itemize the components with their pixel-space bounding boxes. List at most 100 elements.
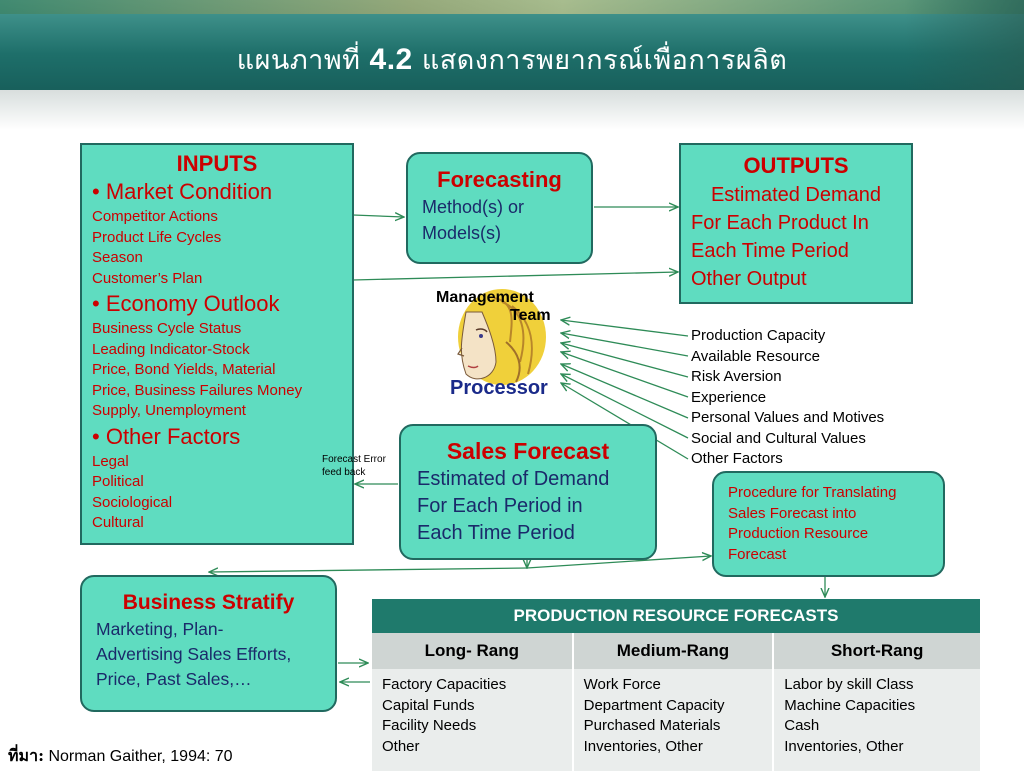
business-line: Price, Past Sales,… <box>96 669 252 689</box>
management-face-icon <box>457 289 546 385</box>
input-item: Business Cycle Status <box>92 320 242 337</box>
input-item: Price, Bond Yields, Material <box>92 361 276 378</box>
management-line: Management <box>436 289 534 306</box>
factor-item: Experience <box>691 388 767 406</box>
arrow-factor-3 <box>561 343 689 378</box>
table-cell-item: Factory Capacities <box>382 676 507 693</box>
forecasting-heading: Forecasting <box>437 167 562 192</box>
table-cell-item: Cash <box>784 717 820 734</box>
input-group-label: Other Factors <box>92 422 342 452</box>
input-item: Legal <box>92 452 129 470</box>
feedback-note: Forecast Error feed back <box>322 453 386 479</box>
source-text: Norman Gaither, 1994: 70 <box>48 748 233 765</box>
source-label: ที่มา: <box>8 746 44 765</box>
input-group-label: Market Condition <box>92 177 342 207</box>
arrow-factor-4 <box>561 352 689 398</box>
input-item: Product Life Cycles <box>92 228 222 246</box>
inputs-box: INPUTS Market Condition Competitor Actio… <box>80 143 354 545</box>
factor-item: Personal Values and Motives <box>691 409 885 426</box>
sales-forecast-line: Estimated of Demand <box>417 468 610 490</box>
procedure-line: Sales Forecast into <box>728 504 857 522</box>
title-prefix: แผนภาพที่ <box>236 45 361 76</box>
table-cell-item: Inventories, Other <box>583 737 703 755</box>
table-cell-long-range: Factory Capacities Capital Funds Facilit… <box>372 669 574 771</box>
table-cell-item: Other <box>382 737 420 755</box>
table-cell-item: Inventories, Other <box>784 737 904 755</box>
business-stratify-box: Business Stratify Marketing, Plan- Adver… <box>80 575 337 712</box>
arrow-factor-1 <box>561 320 689 337</box>
forecasting-box: Forecasting Method(s) or Models(s) <box>406 152 593 264</box>
outputs-line: Each Time Period <box>691 240 849 262</box>
factor-item: Production Capacity <box>691 327 826 344</box>
procedure-box: Procedure for Translating Sales Forecast… <box>712 471 945 577</box>
sales-forecast-box: Sales Forecast Estimated of Demand For E… <box>399 424 657 560</box>
input-item: Season <box>92 249 143 266</box>
processor-label: Processor <box>450 377 548 399</box>
input-item: Leading Indicator-Stock <box>92 340 250 358</box>
procedure-line: Production Resource <box>728 525 869 542</box>
table-cell-item: Machine Capacities <box>784 696 916 714</box>
business-line: Advertising Sales Efforts, <box>96 644 292 664</box>
arrow-factor-6 <box>561 374 689 439</box>
input-item: Sociological <box>92 493 173 511</box>
factor-list: Production Capacity Available Resource R… <box>691 326 884 470</box>
business-line: Marketing, Plan- <box>96 619 224 639</box>
table-cell-medium-range: Work Force Department Capacity Purchased… <box>572 669 775 771</box>
sales-forecast-heading: Sales Forecast <box>446 438 610 464</box>
input-item: Customer’s Plan <box>92 269 203 287</box>
arrow-inputs-outputs <box>352 272 678 281</box>
table-cell-short-range: Labor by skill Class Machine Capacities … <box>773 669 980 771</box>
table-title: PRODUCTION RESOURCE FORECASTS <box>372 599 980 633</box>
table-column-header: Long- Rang <box>372 633 574 669</box>
feedback-line: feed back <box>322 467 366 478</box>
procedure-line: Procedure for Translating <box>728 484 897 501</box>
table-cell-item: Work Force <box>583 676 661 693</box>
input-item: Political <box>92 473 144 490</box>
table-column-header: Short-Rang <box>773 633 980 669</box>
factor-item: Social and Cultural Values <box>691 429 866 447</box>
arrow-to-procedure <box>526 556 711 569</box>
procedure-line: Forecast <box>728 545 787 563</box>
outputs-box: OUTPUTS Estimated Demand For Each Produc… <box>679 143 913 304</box>
factor-item: Other Factors <box>691 450 783 467</box>
forecasting-line: Models(s) <box>422 223 502 243</box>
input-group-label: Economy Outlook <box>92 289 342 319</box>
management-label: Management Team <box>436 289 551 325</box>
title-rest: แสดงการพยากรณ์เพื่อการผลิต <box>421 45 788 76</box>
table-cell-item: Purchased Materials <box>583 717 721 734</box>
arrow-factor-7 <box>561 383 689 460</box>
table-column-header: Medium-Rang <box>572 633 775 669</box>
arrow-inputs-forecasting <box>352 215 404 217</box>
feedback-line: Forecast Error <box>322 454 386 465</box>
arrow-factor-5 <box>561 364 689 419</box>
arrow-to-business <box>209 568 528 572</box>
production-resource-table: PRODUCTION RESOURCE FORECASTS Long- Rang… <box>372 599 980 771</box>
page-title: แผนภาพที่ 4.2 แสดงการพยากรณ์เพื่อการผลิต <box>0 38 1024 81</box>
table-cell-item: Facility Needs <box>382 717 477 734</box>
factor-item: Risk Aversion <box>691 368 782 385</box>
business-heading: Business Stratify <box>122 591 295 614</box>
input-item: Price, Business Failures Money <box>92 381 303 399</box>
factor-item: Available Resource <box>691 347 820 365</box>
sales-forecast-line: Each Time Period <box>417 522 575 544</box>
input-item: Supply, Unemployment <box>92 402 246 419</box>
outputs-line: For Each Product In <box>691 212 869 234</box>
header-swoosh <box>0 90 1024 130</box>
title-banner: แผนภาพที่ 4.2 แสดงการพยากรณ์เพื่อการผลิต <box>0 0 1024 98</box>
table-cell-item: Capital Funds <box>382 696 475 714</box>
table-cell-item: Labor by skill Class <box>784 676 914 693</box>
arrow-factor-2 <box>561 333 689 357</box>
outputs-line: Other Output <box>691 268 807 290</box>
management-line: Team <box>510 307 551 324</box>
outputs-line: Estimated Demand <box>710 184 882 206</box>
forecasting-line: Method(s) or <box>422 197 525 217</box>
table-cell-item: Department Capacity <box>583 696 725 714</box>
outputs-heading: OUTPUTS <box>743 153 849 178</box>
input-item: Cultural <box>92 514 144 531</box>
input-item: Competitor Actions <box>92 208 218 225</box>
title-number: 4.2 <box>369 43 413 76</box>
sales-forecast-line: For Each Period in <box>417 495 583 517</box>
inputs-heading: INPUTS <box>176 151 258 176</box>
source-citation: ที่มา: Norman Gaither, 1994: 70 <box>8 744 233 769</box>
